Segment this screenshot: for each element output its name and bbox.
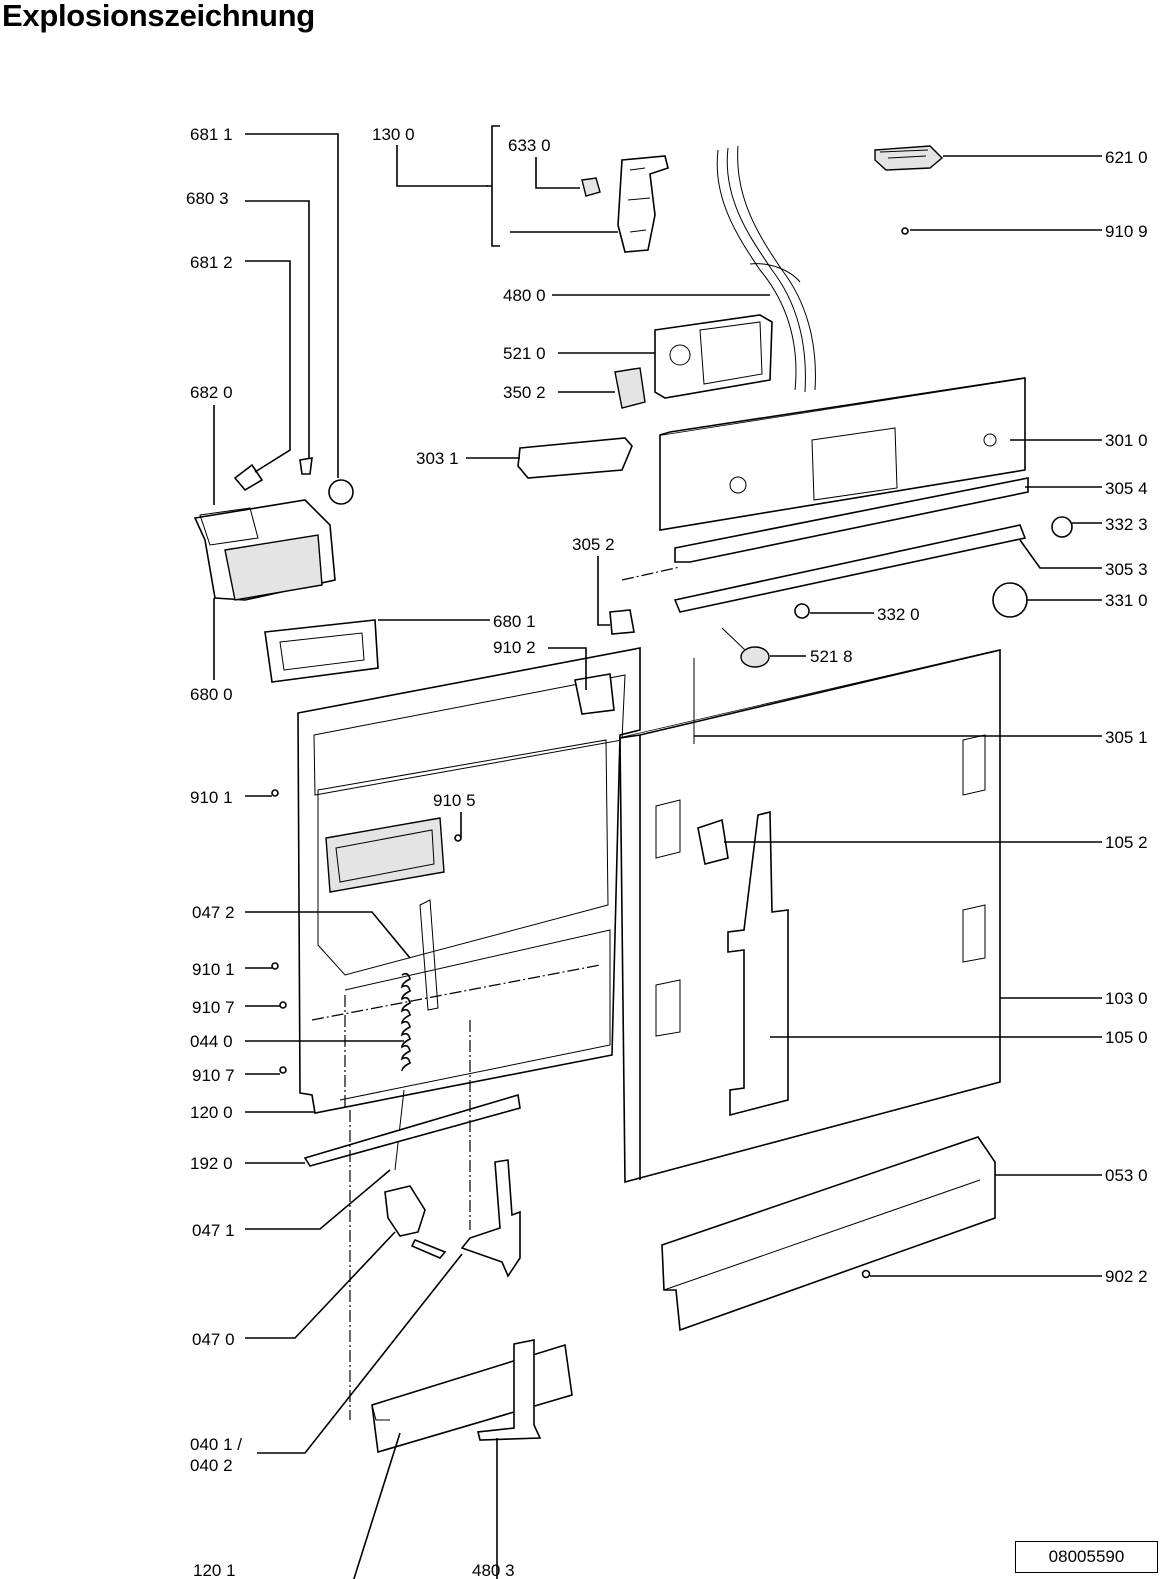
label-105-2: 105 2 xyxy=(1105,833,1148,852)
part-331-0-knob xyxy=(992,582,1028,618)
part-120-0-inner-door xyxy=(297,647,641,1114)
label-480-0: 480 0 xyxy=(503,286,546,305)
part-910-2-hinge xyxy=(574,673,615,715)
part-130-0-door-lock xyxy=(581,155,669,253)
label-105-0: 105 0 xyxy=(1105,1028,1148,1047)
label-192-0: 192 0 xyxy=(190,1154,233,1173)
label-120-1: 120 1 xyxy=(193,1561,236,1579)
part-681-2-lid xyxy=(233,463,264,492)
label-681-1: 681 1 xyxy=(190,125,233,144)
label-910-5: 910 5 xyxy=(433,791,476,810)
label-350-2: 350 2 xyxy=(503,383,546,402)
part-521-0-electronic-module xyxy=(654,314,773,399)
part-332-3-knob xyxy=(1051,516,1073,538)
label-305-4: 305 4 xyxy=(1105,479,1148,498)
part-910-9-screw xyxy=(901,227,909,235)
label-305-2: 305 2 xyxy=(572,535,615,554)
label-621-0: 621 0 xyxy=(1105,148,1148,167)
label-910-7a: 910 7 xyxy=(192,998,235,1017)
label-120-0: 120 0 xyxy=(190,1103,233,1122)
label-910-1b: 910 1 xyxy=(192,960,235,979)
label-910-2: 910 2 xyxy=(493,638,536,657)
label-332-3: 332 3 xyxy=(1105,515,1148,534)
part-105-2-clip xyxy=(697,818,729,865)
label-047-0: 047 0 xyxy=(192,1330,235,1349)
part-480-3-bracket xyxy=(477,1339,542,1441)
label-680-3: 680 3 xyxy=(186,189,229,208)
part-labels: 681 1 130 0 633 0 621 0 680 3 910 9 681 … xyxy=(186,125,1148,1579)
label-682-0: 682 0 xyxy=(190,383,233,402)
part-305-3-strip xyxy=(673,524,1027,613)
label-910-9: 910 9 xyxy=(1105,222,1148,241)
label-040-1: 040 1 / xyxy=(190,1435,242,1454)
label-301-0: 301 0 xyxy=(1105,431,1148,450)
part-192-0-rail xyxy=(303,1093,521,1167)
part-680-3-clip xyxy=(299,457,313,475)
label-521-0: 521 0 xyxy=(503,344,546,363)
label-040-2: 040 2 xyxy=(190,1456,233,1475)
part-120-1-kick-panel xyxy=(371,1343,573,1454)
label-130-0: 130 0 xyxy=(372,125,415,144)
part-480-0-wiring-harness xyxy=(716,145,816,393)
label-047-1: 047 1 xyxy=(192,1221,235,1240)
part-332-0-knob xyxy=(794,603,810,619)
label-305-1: 305 1 xyxy=(1105,728,1148,747)
label-680-0: 680 0 xyxy=(190,685,233,704)
part-350-2-switch xyxy=(614,367,646,409)
part-305-4-strip xyxy=(674,477,1029,563)
part-621-0-connector xyxy=(874,145,944,171)
part-902-2-screw xyxy=(861,1269,871,1279)
part-303-1-handle xyxy=(517,437,633,479)
part-680-0-dispenser xyxy=(193,499,336,601)
part-521-8-sensor xyxy=(721,627,770,668)
part-103-0-outer-door xyxy=(619,648,1001,1184)
label-303-1: 303 1 xyxy=(416,449,459,468)
leader-lines xyxy=(213,125,1102,1579)
label-680-1: 680 1 xyxy=(493,612,536,631)
part-105-0-support-plate xyxy=(727,810,789,1117)
label-910-7b: 910 7 xyxy=(192,1066,235,1085)
part-305-2-bracket xyxy=(609,609,635,635)
label-480-3: 480 3 xyxy=(472,1561,515,1579)
label-633-0: 633 0 xyxy=(508,136,551,155)
label-521-8: 521 8 xyxy=(810,647,853,666)
label-331-0: 331 0 xyxy=(1105,591,1148,610)
small-screws xyxy=(271,789,462,1074)
part-680-1-gasket xyxy=(264,619,379,683)
label-681-2: 681 2 xyxy=(190,253,233,272)
label-902-2: 902 2 xyxy=(1105,1267,1148,1286)
label-910-1a: 910 1 xyxy=(190,788,233,807)
label-053-0: 053 0 xyxy=(1105,1166,1148,1185)
label-044-0: 044 0 xyxy=(190,1032,233,1051)
label-047-2: 047 2 xyxy=(192,903,235,922)
page-title: Explosionszeichnung xyxy=(2,0,315,33)
label-305-3: 305 3 xyxy=(1105,560,1148,579)
part-040-1-hinge-bracket xyxy=(460,1159,521,1278)
part-681-1-cap xyxy=(328,479,354,505)
label-103-0: 103 0 xyxy=(1105,989,1148,1008)
part-301-0-control-panel xyxy=(659,377,1026,531)
part-047-1-hinge-arm xyxy=(384,1185,447,1259)
document-number-box: 08005590 xyxy=(1015,1541,1158,1573)
label-332-0: 332 0 xyxy=(877,605,920,624)
part-053-0-plinth xyxy=(661,1136,996,1332)
